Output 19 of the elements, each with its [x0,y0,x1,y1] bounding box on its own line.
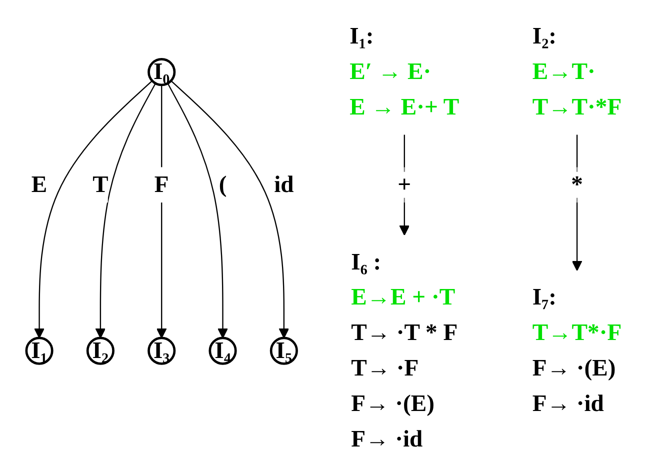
node-text: I₆ : E→E + ·T T→ ·T * F T→ ·F F→ ·(E) F→ ·id [351,249,458,452]
node-circle: I₄ [208,336,237,365]
edge-label: id [274,172,294,198]
arrow [170,80,290,338]
edge-label: * [571,172,583,198]
edge-label: + [398,172,412,198]
arrow [167,83,228,338]
node-circle: I₀ [148,58,176,86]
node-circle: I₅ [270,336,298,365]
node-text: I₇: T→T*·F F→ ·(E) F→ ·id [532,284,622,417]
edge-label: T [92,172,108,198]
edge-label: ( [218,172,227,198]
node-text: I₂: E→T· T→T·*F [532,24,622,120]
node-text: I₁: E′ → E· E → E·+ T [350,24,460,120]
arrow [95,83,156,338]
arrow [34,80,153,338]
edge-label: F [154,172,169,198]
edge-label: E [31,172,48,198]
node-circle: I₁ [25,336,54,365]
